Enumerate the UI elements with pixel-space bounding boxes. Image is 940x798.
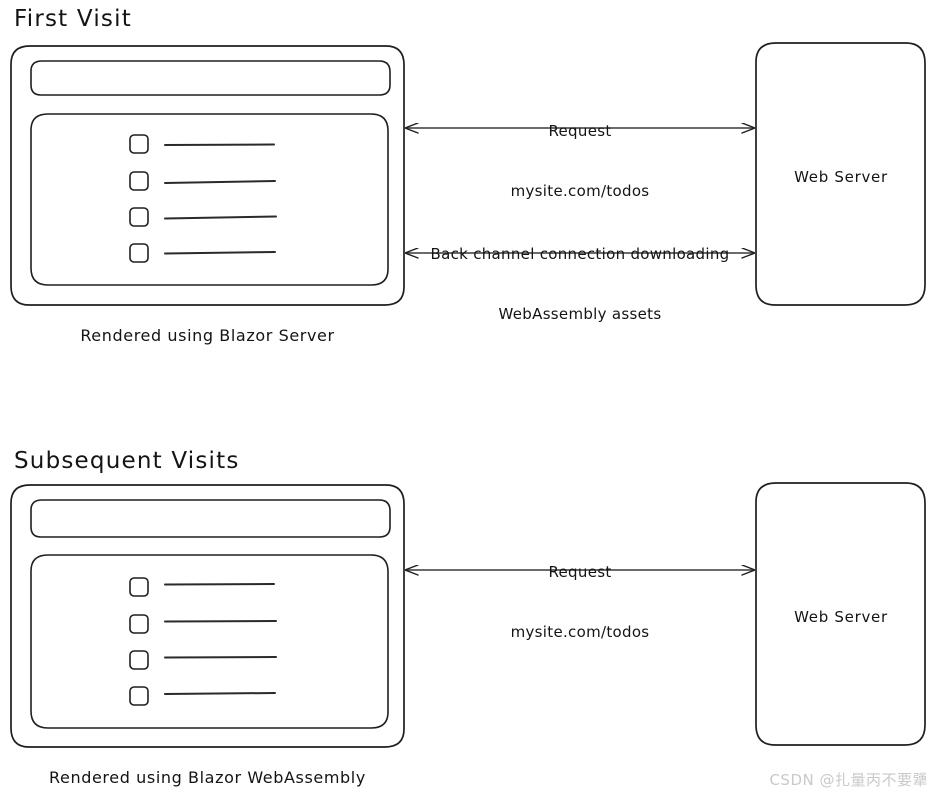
web-server-box-top xyxy=(755,42,926,306)
checkbox-icon[interactable] xyxy=(129,650,149,670)
list-item[interactable] xyxy=(129,207,277,227)
csdn-watermark: CSDN @扎量丙不要犟 xyxy=(769,771,928,789)
todo-text-line xyxy=(164,656,277,659)
browser-window-first-visit xyxy=(10,45,405,306)
web-server-label-bottom: Web Server xyxy=(794,608,888,626)
browser-address-bar-top[interactable] xyxy=(30,60,391,96)
browser-window-subsequent-visits xyxy=(10,484,405,748)
checkbox-icon[interactable] xyxy=(129,207,149,227)
arrow-label-line-2: mysite.com/todos xyxy=(510,182,650,201)
list-item[interactable] xyxy=(129,577,275,597)
browser-address-bar-bottom[interactable] xyxy=(30,499,391,538)
arrow-label-line-2: WebAssembly assets xyxy=(498,305,662,324)
arrow-label-line-1: Request xyxy=(548,562,612,581)
list-item[interactable] xyxy=(129,686,276,706)
todo-text-line xyxy=(164,215,277,220)
checkbox-icon[interactable] xyxy=(129,614,149,634)
web-server-label-top: Web Server xyxy=(794,168,888,186)
browser-content-panel-bottom xyxy=(30,554,389,729)
todo-text-line xyxy=(164,583,275,586)
list-item[interactable] xyxy=(129,171,276,191)
list-item[interactable] xyxy=(129,650,277,670)
todo-list-bottom xyxy=(129,577,277,706)
list-item[interactable] xyxy=(129,243,276,263)
arrow-label-request-bottom: Request mysite.com/todos xyxy=(406,521,754,663)
checkbox-icon[interactable] xyxy=(129,686,149,706)
checkbox-icon[interactable] xyxy=(129,243,149,263)
caption-subsequent-visits: Rendered using Blazor WebAssembly xyxy=(49,768,366,787)
arrow-label-line-1: Back channel connection downloading xyxy=(430,244,730,263)
arrow-label-line-1: Request xyxy=(548,121,612,140)
section-title-subsequent-visits: Subsequent Visits xyxy=(14,448,240,474)
section-title-first-visit: First Visit xyxy=(14,6,132,32)
browser-content-panel-top xyxy=(30,113,389,286)
arrow-label-request-top: Request mysite.com/todos xyxy=(406,80,754,222)
list-item[interactable] xyxy=(129,134,275,154)
todo-list-top xyxy=(129,134,277,263)
list-item[interactable] xyxy=(129,614,277,634)
arrow-label-line-2: mysite.com/todos xyxy=(510,623,650,642)
todo-text-line xyxy=(164,143,275,146)
arrow-label-back-channel: Back channel connection downloading WebA… xyxy=(400,203,760,345)
web-server-box-bottom xyxy=(755,482,926,746)
todo-text-line xyxy=(164,251,276,255)
checkbox-icon[interactable] xyxy=(129,577,149,597)
caption-first-visit: Rendered using Blazor Server xyxy=(80,326,335,345)
checkbox-icon[interactable] xyxy=(129,134,149,154)
checkbox-icon[interactable] xyxy=(129,171,149,191)
todo-text-line xyxy=(164,620,277,623)
todo-text-line xyxy=(164,692,276,695)
todo-text-line xyxy=(164,180,276,184)
